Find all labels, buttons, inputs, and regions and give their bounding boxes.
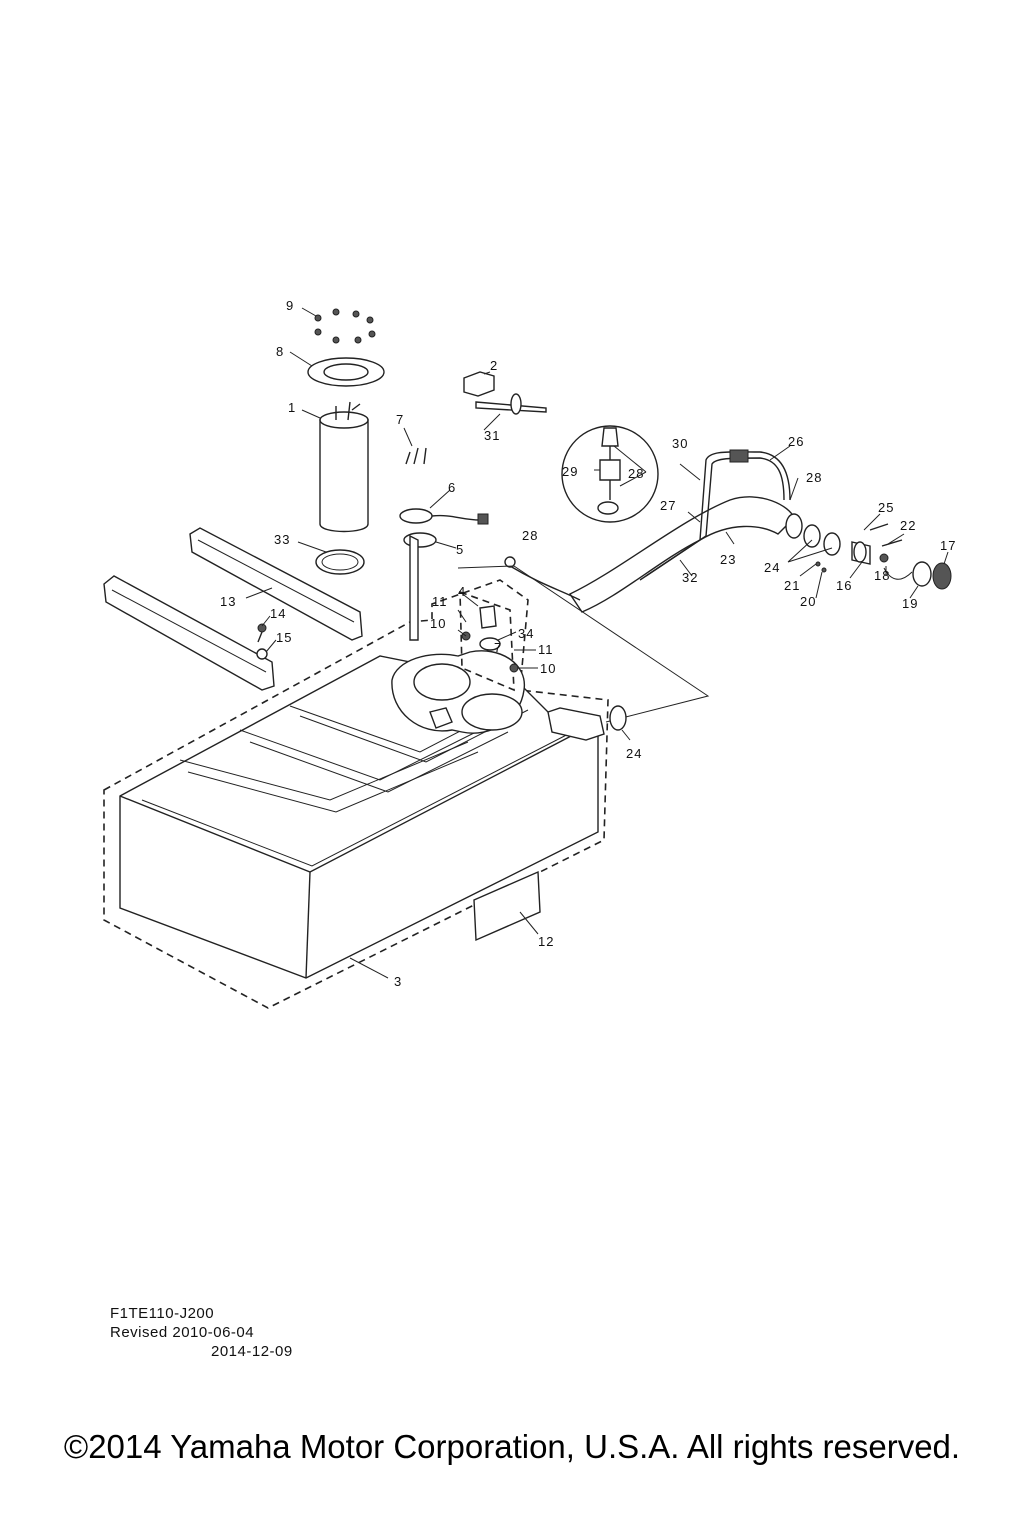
nut-18 — [879, 553, 889, 563]
callout-30: 30 — [672, 436, 688, 451]
leader-lines — [245, 307, 949, 979]
callout-labels: 9 8 1 7 6 5 2 31 33 13 14 15 4 11 10 7 3… — [220, 298, 956, 989]
check-valve — [599, 459, 621, 481]
clamp-24a — [803, 524, 821, 548]
callout-5: 5 — [456, 542, 464, 557]
callout-4: 4 — [458, 584, 466, 599]
callout-28c: 28 — [806, 470, 822, 485]
callout-26: 26 — [788, 434, 804, 449]
callout-10a: 10 — [430, 616, 446, 631]
fuel-tank — [103, 579, 609, 1009]
callout-33: 33 — [274, 532, 290, 547]
callout-34: 34 — [518, 626, 534, 641]
fuel-pump-assembly — [307, 308, 385, 575]
callout-13: 13 — [220, 594, 236, 609]
callout-17: 17 — [940, 538, 956, 553]
callout-9: 9 — [286, 298, 294, 313]
valve — [479, 605, 497, 629]
sender-float-arm — [409, 534, 419, 641]
filler-hose-assembly — [457, 449, 803, 723]
callout-16: 16 — [836, 578, 852, 593]
callout-12: 12 — [538, 934, 554, 949]
copyright-notice: ©2014 Yamaha Motor Corporation, U.S.A. A… — [63, 1428, 961, 1465]
callout-18: 18 — [874, 568, 890, 583]
diagram-revision-info: F1TE110-J200 Revised 2010-06-04 2014-12-… — [110, 1304, 293, 1361]
tank-neck-clamp — [609, 705, 627, 731]
callout-29: 29 — [562, 464, 578, 479]
clamp-24b — [823, 532, 841, 556]
callout-24a: 24 — [764, 560, 780, 575]
callout-24b: 24 — [626, 746, 642, 761]
callout-25: 25 — [878, 500, 894, 515]
breather-pipe — [639, 451, 791, 581]
callout-11b: 11 — [538, 642, 554, 657]
filler-cap-assembly — [609, 523, 952, 731]
nut-10b — [509, 663, 519, 673]
label-plate — [473, 870, 541, 942]
bolt-set-9 — [314, 308, 376, 344]
rail-upper — [189, 527, 363, 641]
washer-15 — [256, 648, 268, 660]
detail-circle — [561, 425, 659, 523]
callout-6: 6 — [448, 480, 456, 495]
rail-lower — [103, 575, 275, 691]
callout-21: 21 — [784, 578, 800, 593]
hose-sleeve — [729, 449, 749, 463]
sender-unit — [399, 508, 433, 524]
callout-28b: 28 — [628, 466, 644, 481]
callout-11a: 11 — [432, 594, 448, 609]
callout-2: 2 — [490, 358, 498, 373]
callout-28a: 28 — [522, 528, 538, 543]
check-valve-detail — [561, 425, 659, 523]
callout-14: 14 — [270, 606, 286, 621]
revised-date: Revised 2010-06-04 — [110, 1324, 255, 1341]
bracket-and-bolt — [463, 371, 547, 415]
callout-22: 22 — [900, 518, 916, 533]
revised-date-2: 2014-12-09 — [211, 1343, 293, 1360]
callout-1: 1 — [288, 400, 296, 415]
callout-7b: 7 — [494, 640, 502, 655]
callout-27: 27 — [660, 498, 676, 513]
callout-15: 15 — [276, 630, 292, 645]
bracket — [463, 371, 495, 397]
diagram-code: F1TE110-J200 — [110, 1305, 215, 1322]
callout-10b: 10 — [540, 661, 556, 676]
callout-19: 19 — [902, 596, 918, 611]
callout-31: 31 — [484, 428, 500, 443]
tank-filler-neck — [547, 707, 605, 741]
sender-gasket — [403, 532, 437, 548]
callout-20: 20 — [800, 594, 816, 609]
filler-cap-17 — [932, 562, 952, 590]
valve-assembly — [459, 590, 519, 692]
tank-body — [119, 655, 599, 979]
fuel-sender-assembly — [399, 447, 489, 641]
fuel-pump — [319, 419, 369, 533]
callout-3: 3 — [394, 974, 402, 989]
tank-rails — [103, 527, 363, 691]
callout-23: 23 — [720, 552, 736, 567]
tank-opening-left — [413, 663, 471, 701]
callout-7a: 7 — [396, 412, 404, 427]
valve-grommet — [479, 637, 501, 651]
tank-opening-right — [461, 693, 523, 731]
cap-gasket-19 — [912, 561, 932, 587]
vent-hose — [509, 565, 581, 601]
callout-32: 32 — [682, 570, 698, 585]
callout-8: 8 — [276, 344, 284, 359]
